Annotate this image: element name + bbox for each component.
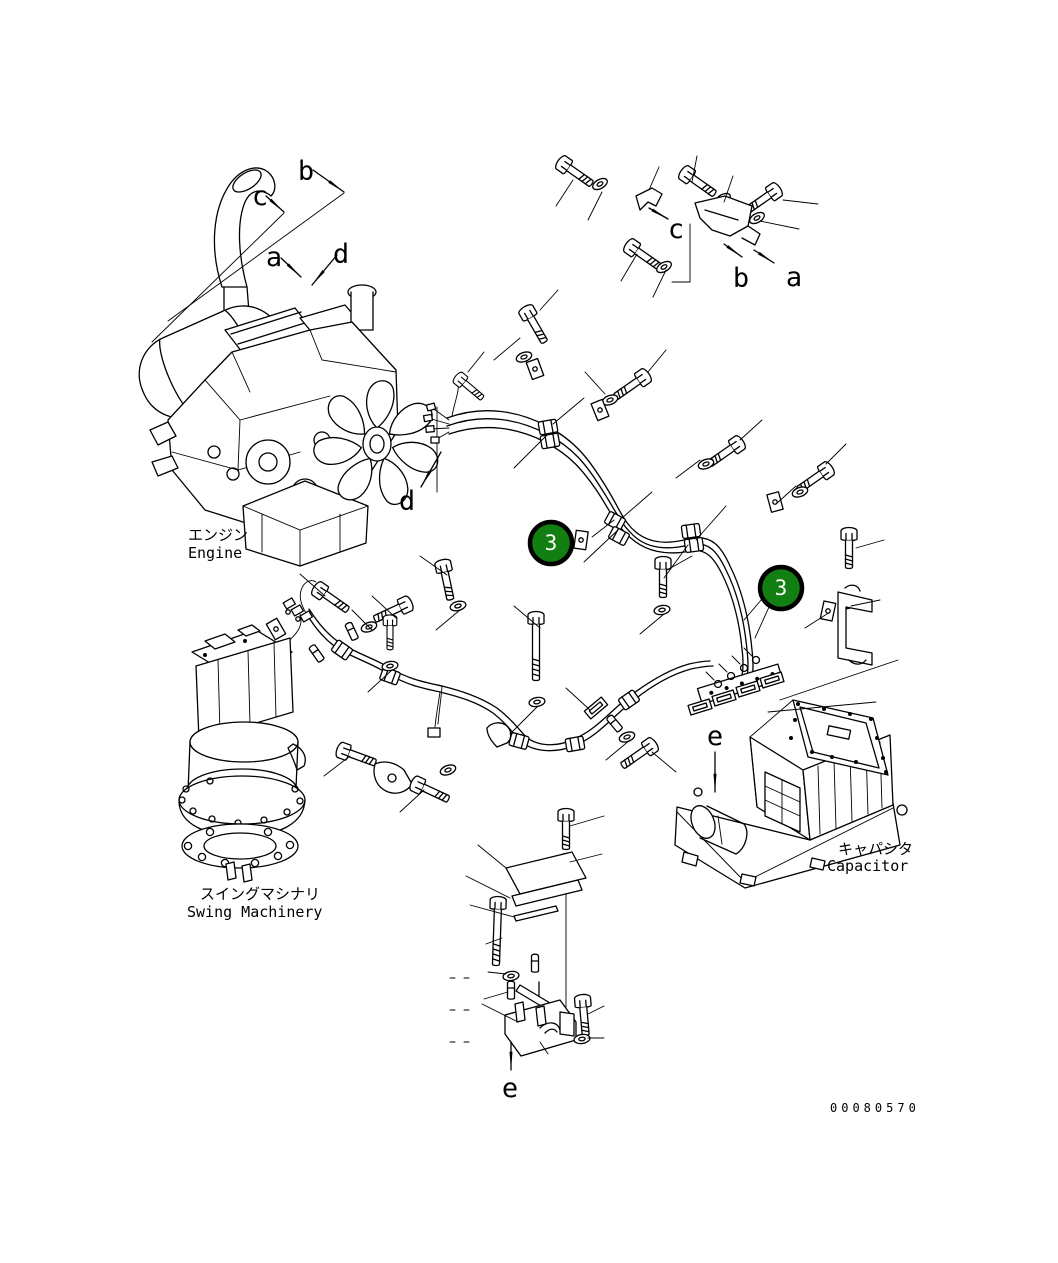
p-clamp-part <box>373 761 413 794</box>
view-label-d-engine: d <box>333 239 349 270</box>
washer-part <box>501 969 521 983</box>
bottom-flange <box>181 823 299 869</box>
bolt-part <box>654 555 672 599</box>
clip-part <box>265 617 287 641</box>
engine-label-en: Engine <box>188 544 242 562</box>
washer-part <box>438 762 458 778</box>
bolt-part <box>675 163 721 202</box>
gear-flange <box>178 775 306 825</box>
washer-part <box>696 456 716 472</box>
washer-part <box>617 729 637 745</box>
view-label-e-capacitor: e <box>707 721 723 752</box>
bolt-part <box>433 557 460 603</box>
view-arrow-c <box>265 195 285 213</box>
swing-machinery-illustration <box>178 613 306 883</box>
swing-machinery-label-ja: スイングマシナリ <box>200 885 320 903</box>
parts-balloon-3-left[interactable]: 3 <box>527 519 575 567</box>
washer-part <box>527 695 547 709</box>
harness-clamp <box>539 432 561 450</box>
washer-part <box>380 659 400 673</box>
view-label-d-fan: d <box>399 486 415 517</box>
harness-clamp <box>537 418 559 436</box>
spacer-part <box>506 980 516 1000</box>
bolt-part <box>552 153 598 192</box>
wiring-harness-upper <box>422 379 754 687</box>
swing-machinery-label-en: Swing Machinery <box>187 903 322 921</box>
view-arrow-a <box>280 257 302 278</box>
view-label-e-bottom: e <box>502 1073 518 1104</box>
exhaust-pipe <box>213 167 276 288</box>
balloon-number-left: 3 <box>545 531 558 555</box>
washer-part <box>590 175 610 193</box>
harness-clamp <box>507 731 531 751</box>
clip-part <box>573 529 589 551</box>
view-label-a-bracket: a <box>786 262 802 293</box>
view-label-a-engine: a <box>266 242 282 273</box>
harness-clamp <box>680 522 702 540</box>
capacitor-label-ja: キャパシタ <box>838 840 913 858</box>
clip-part <box>525 357 545 381</box>
bolt-part <box>407 774 453 808</box>
slotted-plate-part <box>687 698 713 716</box>
motor-part <box>690 805 716 839</box>
capacitor-label-en: Capacitor <box>827 857 908 875</box>
engine-label-ja: エンジン <box>188 526 248 544</box>
clip-part <box>819 600 837 622</box>
engine-illustration <box>138 167 439 567</box>
fastener-parts <box>265 302 858 808</box>
leader-lines <box>299 155 899 1055</box>
p-clamp-part <box>486 722 512 748</box>
view-arrow-b <box>312 169 345 193</box>
balloon-number-right: 3 <box>775 576 788 600</box>
view-arrow-a2 <box>753 249 775 264</box>
bolt-part <box>382 614 398 651</box>
drawing-number: 00080570 <box>830 1101 920 1115</box>
bolt-part <box>527 610 545 682</box>
view-arrow-c2 <box>648 207 669 220</box>
spacer-part <box>605 713 624 734</box>
cooling-fan <box>313 380 439 506</box>
engine-view-callouts: b c a d d <box>151 156 442 517</box>
oil-pan <box>242 480 369 567</box>
cover-plate-part <box>505 851 587 895</box>
view-label-c-engine: c <box>252 181 268 212</box>
parts-balloon-3-right[interactable]: 3 <box>757 564 805 612</box>
bottom-bracket-assembly: e <box>449 807 595 1104</box>
view-label-c-bracket: c <box>668 214 684 245</box>
washer-part <box>652 603 672 617</box>
section-break-dots <box>449 977 470 1043</box>
small-bracket-part <box>635 187 663 211</box>
harness-clamp <box>564 735 586 753</box>
spacer-part <box>530 953 540 973</box>
ring-terminals <box>705 647 761 689</box>
view-label-b-bracket: b <box>733 263 749 294</box>
bolt-part <box>557 807 575 851</box>
view-arrow-d <box>311 254 338 286</box>
spacer-part <box>344 620 360 642</box>
harness-clamp <box>330 638 354 662</box>
view-label-b-engine: b <box>298 156 314 187</box>
harness-clamp <box>683 536 705 554</box>
bolt-part <box>308 579 354 618</box>
bolt-part <box>487 895 507 967</box>
bolt-part <box>333 740 379 771</box>
clip-part <box>766 491 784 513</box>
view-arrow-b2 <box>723 243 743 258</box>
bolt-part <box>840 526 858 570</box>
washer-part <box>448 598 468 614</box>
bolt-part <box>573 993 595 1037</box>
harness-clamp <box>617 688 641 712</box>
bracket-parts-group: c b a <box>552 153 802 294</box>
washer-part <box>790 484 810 500</box>
capacitor-illustration <box>674 584 908 889</box>
view-arrow-d-fan <box>420 451 442 488</box>
harness-connector <box>427 727 441 738</box>
spacer-part <box>307 643 326 664</box>
bolt-part <box>450 370 488 404</box>
bolt-part <box>516 302 553 347</box>
